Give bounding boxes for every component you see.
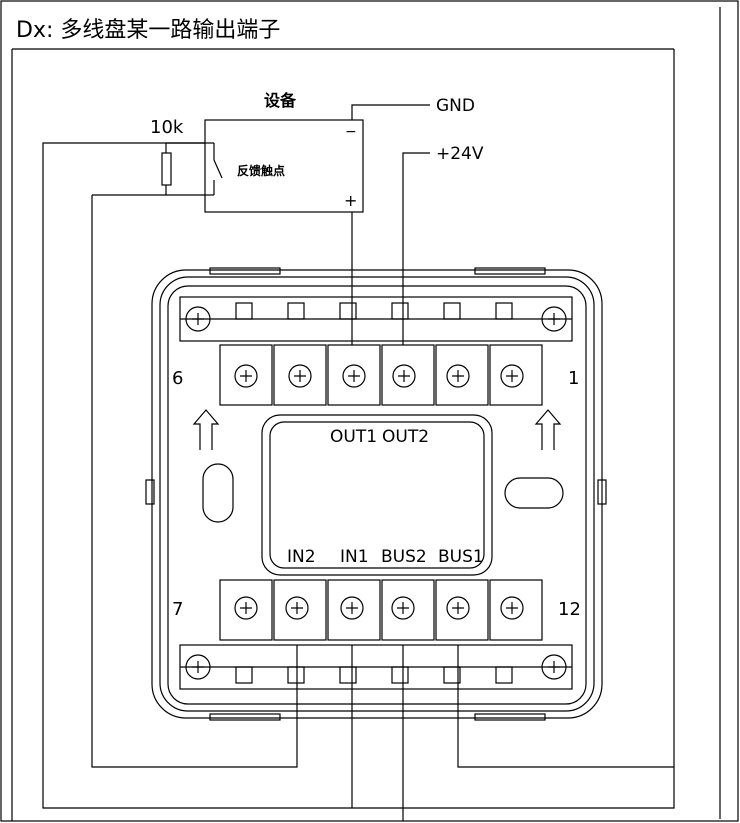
center-window	[261, 414, 493, 576]
terminal-number-6: 6	[172, 368, 183, 389]
terminal-number-12: 12	[558, 599, 581, 620]
module-outer	[151, 269, 603, 719]
gnd-label: GND	[436, 96, 475, 116]
plus-sign: +	[344, 191, 357, 210]
wire-gnd	[351, 104, 430, 120]
arrow-up-left	[192, 409, 220, 450]
label-out1: OUT1	[330, 427, 377, 447]
label-out2: OUT2	[382, 427, 429, 447]
terminal-number-1: 1	[568, 368, 579, 389]
bottom-terminal-blocks	[219, 579, 543, 641]
corner-screw-bl	[185, 654, 211, 680]
wire-in2	[91, 195, 298, 768]
arrow-up-right	[534, 409, 562, 450]
label-in1: IN1	[340, 547, 369, 567]
device-label: 设备	[264, 91, 297, 110]
resistor-10k	[161, 152, 172, 186]
label-in2: IN2	[287, 547, 316, 567]
bottom-screw-row	[235, 666, 513, 684]
corner-screw-br	[541, 654, 567, 680]
top-terminal-blocks	[219, 344, 543, 406]
resistor-label: 10k	[150, 117, 184, 138]
corner-screw-tl	[185, 306, 211, 332]
v24-label: +24V	[436, 144, 484, 164]
mount-slot-left	[202, 463, 234, 523]
top-screw-row	[235, 302, 513, 320]
minus-sign: −	[345, 124, 357, 140]
device-box	[204, 119, 364, 213]
diagram-title: Dx: 多线盘某一路输出端子	[16, 18, 280, 43]
label-bus2: BUS2	[381, 547, 427, 567]
corner-screw-tr	[541, 306, 567, 332]
mount-slot-right	[504, 477, 564, 509]
feedback-contact-switch	[213, 159, 223, 179]
contact-label: 反馈触点	[237, 163, 285, 178]
wire-24v	[402, 152, 430, 345]
wire-outer-loop	[42, 49, 675, 809]
label-bus1: BUS1	[438, 547, 484, 567]
wire-bus1	[457, 645, 674, 768]
terminal-number-7: 7	[172, 599, 183, 620]
